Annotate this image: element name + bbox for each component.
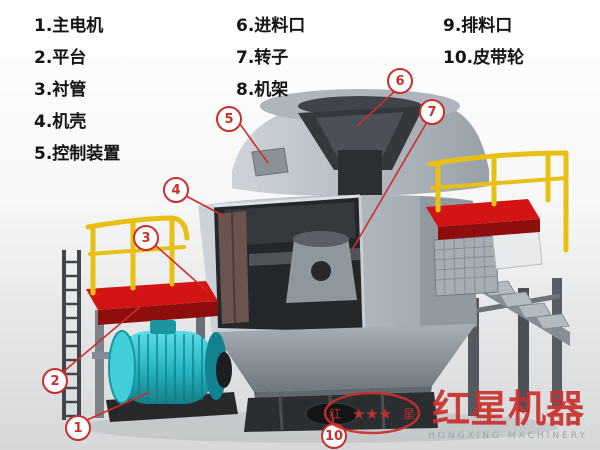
platform-left bbox=[86, 281, 218, 325]
main-motor bbox=[106, 320, 238, 422]
callout-6: 6 bbox=[387, 68, 413, 94]
rotor bbox=[286, 231, 357, 303]
base-frame bbox=[244, 392, 438, 432]
leader-line-3 bbox=[154, 244, 209, 293]
leader-line-2 bbox=[62, 306, 141, 373]
legend-item-2: 2.平台 bbox=[34, 48, 87, 68]
legend-item-10: 10.皮带轮 bbox=[443, 48, 525, 68]
legend-item-1: 1.主电机 bbox=[34, 16, 104, 36]
legend-item-3: 3.衬管 bbox=[34, 80, 87, 100]
leader-line-1 bbox=[86, 391, 151, 421]
callout-7: 7 bbox=[419, 99, 445, 125]
motor-shaft-pulley bbox=[216, 352, 232, 388]
callout-1: 1 bbox=[65, 415, 91, 441]
callout-5: 5 bbox=[216, 106, 242, 132]
legend-item-5: 5.控制装置 bbox=[34, 144, 121, 164]
brand-logo-char-right: 星 bbox=[403, 407, 415, 421]
legend-column-3: 9.排料口 10.皮带轮 bbox=[443, 10, 524, 74]
control-device bbox=[251, 147, 289, 177]
legend-item-6: 6.进料口 bbox=[236, 16, 306, 36]
control-cabinet bbox=[433, 235, 499, 297]
brand-name: 红星机器 bbox=[431, 386, 584, 431]
brand-logo: ★★★ 红 星 bbox=[323, 391, 421, 435]
leader-lines bbox=[62, 90, 428, 428]
callout-3: 3 bbox=[133, 225, 159, 251]
brand-watermark: ★★★ 红 星 红星机器 HONGXING MACHINERY bbox=[322, 386, 588, 444]
motor-junction-box bbox=[150, 320, 176, 334]
railing-left bbox=[85, 215, 190, 296]
callout-4: 4 bbox=[163, 177, 189, 203]
legend-column-2: 6.进料口 7.转子 8.机架 bbox=[236, 10, 305, 106]
ladder bbox=[62, 250, 81, 420]
brand-tagline: HONGXING MACHINERY bbox=[427, 430, 588, 441]
callout-2: 2 bbox=[42, 368, 68, 394]
leader-line-4 bbox=[185, 195, 225, 217]
legend-item-9: 9.排料口 bbox=[443, 16, 513, 36]
discharge-cone bbox=[214, 324, 476, 392]
machine-body bbox=[198, 89, 489, 432]
legend-item-7: 7.转子 bbox=[236, 48, 289, 68]
legend-item-8: 8.机架 bbox=[236, 80, 289, 100]
brand-text-block: 红星机器 HONGXING MACHINERY bbox=[428, 390, 588, 441]
leader-line-5 bbox=[239, 123, 269, 164]
leader-line-6 bbox=[356, 90, 396, 127]
railing-right bbox=[427, 150, 569, 253]
legend-item-4: 4.机壳 bbox=[34, 112, 87, 132]
leader-line-7 bbox=[351, 121, 428, 251]
brand-logo-char-left: 红 bbox=[329, 406, 341, 421]
legend-column-1: 1.主电机 2.平台 3.衬管 4.机壳 5.控制装置 bbox=[34, 10, 120, 170]
brand-logo-stars: ★★★ bbox=[352, 405, 392, 423]
platform-right bbox=[426, 199, 540, 240]
